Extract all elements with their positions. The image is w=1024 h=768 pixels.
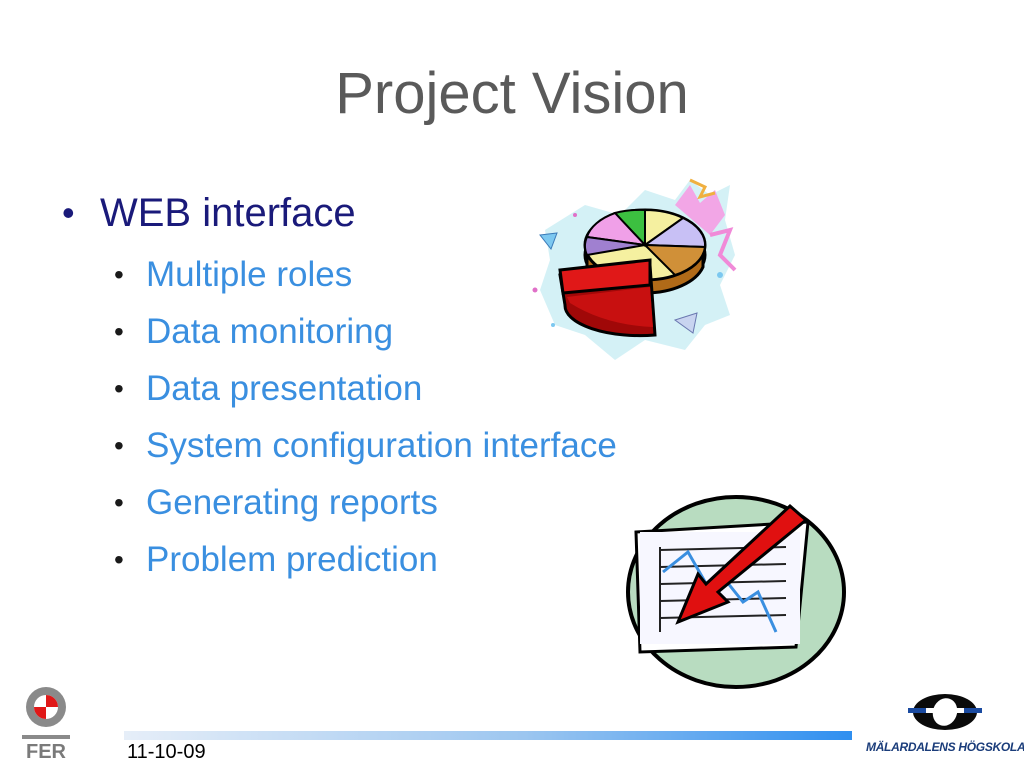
main-bullet-text: WEB interface — [100, 191, 356, 235]
declining-chart-clipart — [626, 495, 846, 689]
pie-chart-clipart — [532, 178, 737, 360]
sub-bullet-6: Problem prediction — [114, 531, 617, 588]
sub-bullet-2: Data monitoring — [114, 303, 617, 360]
slide-title: Project Vision — [335, 61, 689, 126]
sub-bullet-3: Data presentation — [114, 360, 617, 417]
main-bullet: WEB interface Multiple roles Data monito… — [62, 188, 617, 588]
bullet-list: WEB interface Multiple roles Data monito… — [62, 188, 617, 588]
mdh-logo-text: MÄLARDALENS HÖGSKOLA — [866, 740, 1024, 754]
footer-gradient-bar — [124, 731, 852, 740]
sub-bullet-1: Multiple roles — [114, 246, 617, 303]
footer-date: 11-10-09 — [127, 741, 206, 763]
sub-bullet-4: System configuration interface — [114, 417, 617, 474]
sub-bullet-5: Generating reports — [114, 474, 617, 531]
fer-logo-text: FER — [26, 741, 67, 761]
sub-bullet-list: Multiple roles Data monitoring Data pres… — [100, 246, 617, 588]
fer-logo: FER — [22, 687, 70, 761]
mdh-logo — [908, 694, 982, 730]
